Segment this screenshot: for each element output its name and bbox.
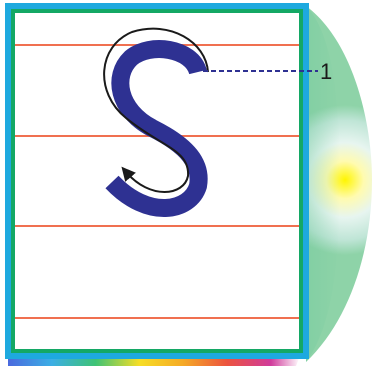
page-curl-shade [306,6,340,362]
stroke-direction-guide [103,27,209,193]
callout-number: 1 [320,59,332,84]
page-frame-inner [11,9,303,353]
letter-s-glyph [105,40,208,217]
notebook-page [8,6,306,356]
page-frame-outer [5,3,309,359]
